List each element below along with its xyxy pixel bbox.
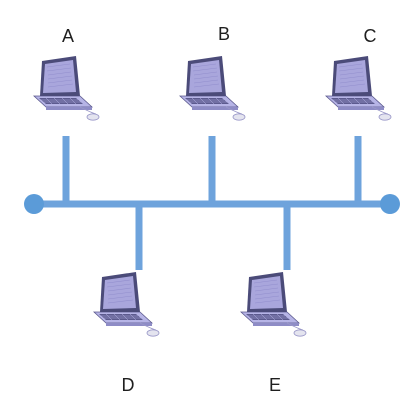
- terminator-right: [380, 194, 400, 214]
- node-label-b: B: [217, 24, 230, 44]
- laptop-icon: [93, 271, 160, 337]
- node-label-e: E: [268, 375, 281, 395]
- laptop-icon: [179, 55, 246, 121]
- node-label-a: A: [61, 26, 74, 46]
- terminator-left: [24, 194, 44, 214]
- laptop-icon: [33, 55, 100, 121]
- node-label-d: D: [121, 375, 135, 395]
- node-label-c: C: [363, 26, 377, 46]
- laptop-icon: [240, 271, 307, 337]
- laptop-icon: [325, 55, 392, 121]
